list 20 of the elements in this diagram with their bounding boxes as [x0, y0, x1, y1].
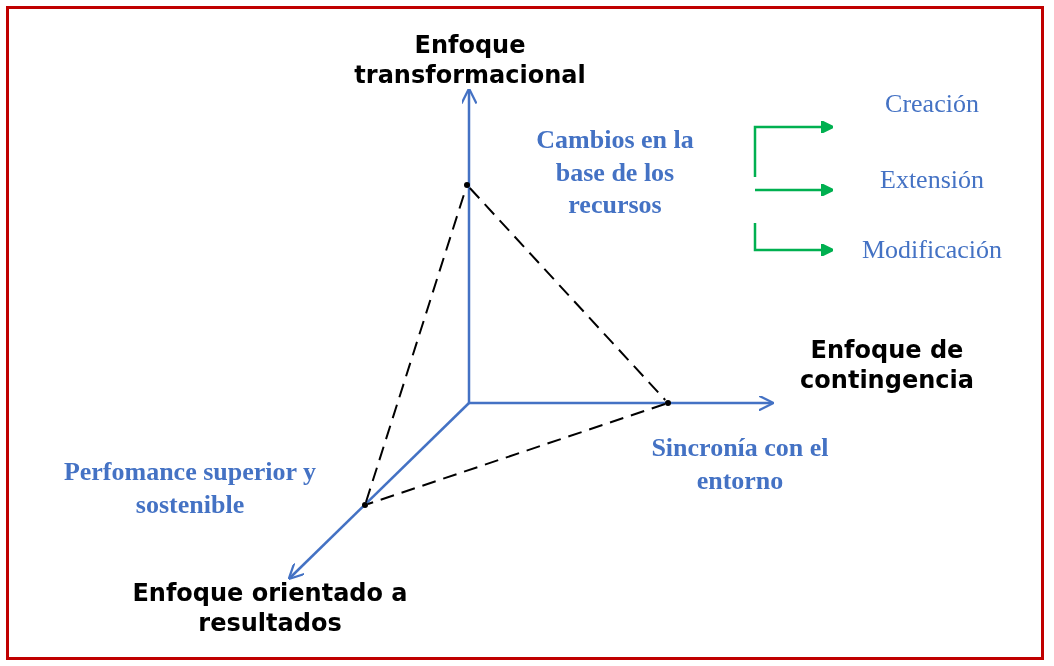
- axis-label: Enfoque transformacional: [330, 30, 610, 90]
- axis-arrow: [469, 394, 775, 412]
- axis-arrow: [287, 402, 470, 581]
- dashed-line: [367, 403, 666, 505]
- axis-arrow: [460, 87, 478, 403]
- arrow: [753, 223, 835, 258]
- option-label: Extensión: [832, 160, 1032, 209]
- axis-label: Enfoque de contingencia: [772, 335, 1002, 417]
- vertex-dot: [362, 502, 368, 508]
- dashed-line: [468, 187, 667, 401]
- option-label: Modificación: [832, 230, 1032, 279]
- vertex-dot: [665, 400, 671, 406]
- point-label: Cambios en la base de los recursos: [510, 124, 720, 222]
- point-label: Sincronía con el entorno: [610, 432, 870, 497]
- option-label: Creación: [832, 84, 1032, 133]
- vertex-dot: [464, 182, 470, 188]
- axis-label: Enfoque orientado a resultados: [100, 578, 440, 638]
- arrow: [753, 119, 835, 177]
- point-label: Perfomance superior y sostenible: [30, 456, 350, 521]
- arrow: [755, 182, 835, 198]
